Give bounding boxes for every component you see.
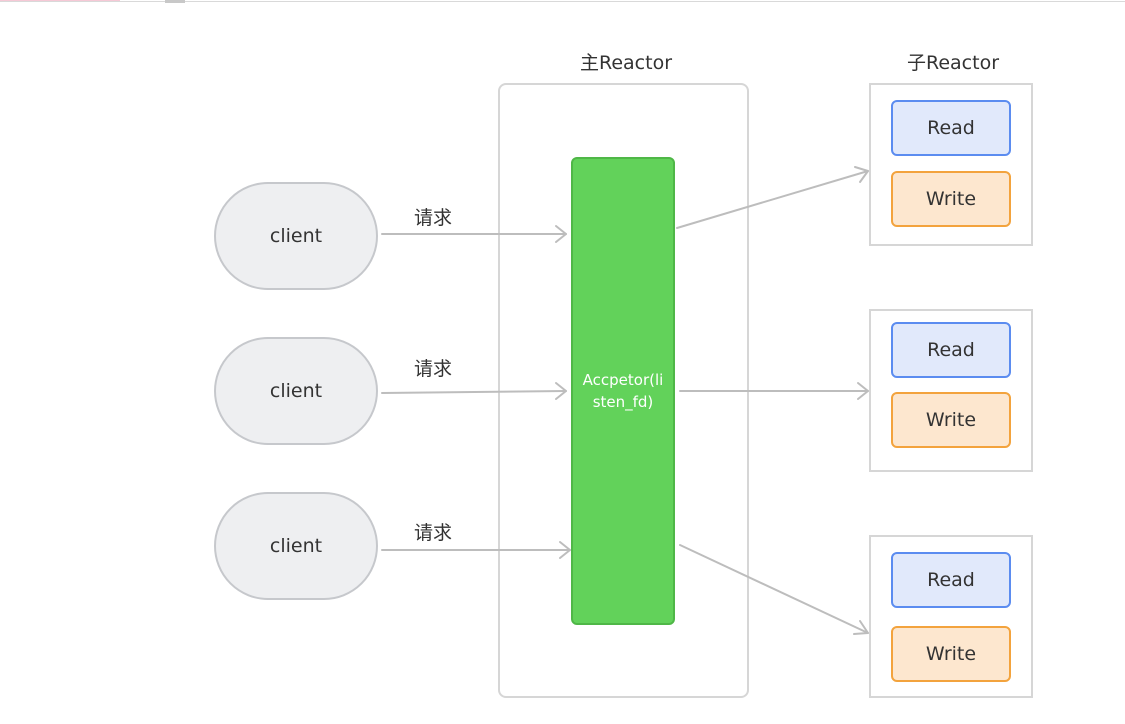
- read-handler-3[interactable]: Read: [891, 552, 1011, 608]
- read-handler-2[interactable]: Read: [891, 322, 1011, 378]
- dispatch-arrow-3: [679, 544, 869, 634]
- client-node-2[interactable]: client: [214, 337, 378, 445]
- dispatch-arrowhead-2: [857, 382, 869, 400]
- read-label: Read: [927, 117, 975, 139]
- write-label: Write: [925, 188, 977, 210]
- client-label: client: [269, 380, 323, 402]
- main-reactor-title: 主Reactor: [580, 52, 673, 74]
- request-arrowhead-1: [555, 225, 567, 243]
- dispatch-arrowhead-3: [853, 620, 869, 635]
- request-label-1: 请求: [414, 207, 453, 229]
- acceptor-block[interactable]: Accpetor(listen_fd): [571, 157, 675, 625]
- client-node-1[interactable]: client: [214, 182, 378, 290]
- read-label: Read: [927, 569, 975, 591]
- request-label-3: 请求: [414, 522, 453, 544]
- client-label: client: [269, 225, 323, 247]
- dispatch-arrow-1: [676, 170, 869, 229]
- sub-reactor-title: 子Reactor: [907, 52, 1000, 74]
- write-label: Write: [925, 643, 977, 665]
- write-handler-1[interactable]: Write: [891, 171, 1011, 227]
- acceptor-label: Accpetor(listen_fd): [582, 371, 664, 411]
- client-node-3[interactable]: client: [214, 492, 378, 600]
- read-handler-1[interactable]: Read: [891, 100, 1011, 156]
- top-marker: [165, 0, 185, 3]
- top-divider: [0, 1, 1125, 2]
- request-arrowhead-2: [555, 382, 567, 400]
- dispatch-arrowhead-1: [854, 166, 869, 183]
- read-label: Read: [927, 339, 975, 361]
- write-handler-3[interactable]: Write: [891, 626, 1011, 682]
- request-label-2: 请求: [414, 358, 453, 380]
- write-handler-2[interactable]: Write: [891, 392, 1011, 448]
- request-arrow-2: [381, 390, 567, 394]
- request-arrowhead-3: [559, 541, 571, 559]
- client-label: client: [269, 535, 323, 557]
- write-label: Write: [925, 409, 977, 431]
